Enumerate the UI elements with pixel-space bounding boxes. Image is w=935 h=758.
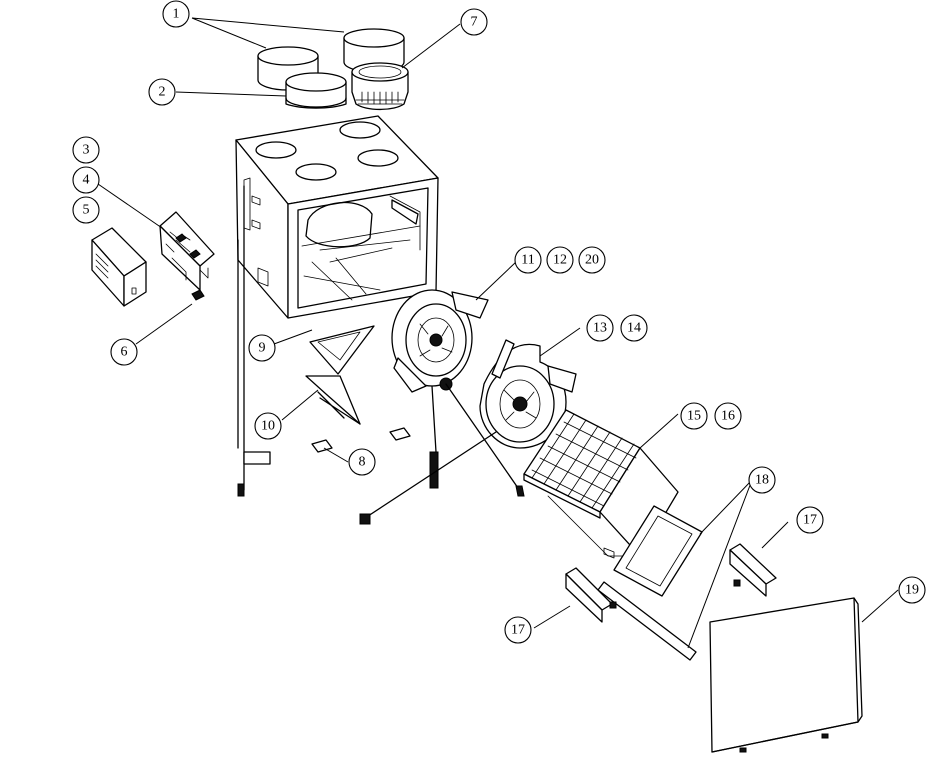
callout-17-left: 17 — [504, 616, 532, 644]
callout-18: 18 — [748, 466, 776, 494]
callout-2: 2 — [148, 78, 176, 106]
callout-14-label: 14 — [627, 321, 641, 336]
callout-9: 9 — [248, 334, 276, 362]
callout-2-label: 2 — [159, 85, 166, 100]
filter-rail-left — [565, 567, 617, 623]
callout-13: 13 — [586, 314, 614, 342]
main-cabinet — [235, 115, 439, 319]
callout-18-label: 18 — [755, 473, 769, 488]
callout-3: 3 — [72, 136, 100, 164]
callout-3-label: 3 — [83, 143, 90, 158]
callout-5-label: 5 — [83, 203, 90, 218]
partition-bracket — [305, 325, 375, 425]
mounting-clip-left — [311, 439, 333, 453]
blower-assembly-1 — [391, 289, 525, 497]
heat-exchanger-core — [523, 409, 679, 559]
small-connector — [191, 289, 205, 301]
callout-10: 10 — [254, 412, 282, 440]
callout-15-label: 15 — [687, 409, 701, 424]
callout-11: 11 — [514, 246, 542, 274]
filter-panel — [597, 505, 703, 661]
filter-rail-right — [729, 543, 777, 597]
callout-20: 20 — [578, 246, 606, 274]
callout-16-label: 16 — [721, 409, 735, 424]
callout-12-label: 12 — [553, 253, 567, 268]
duct-collar-with-damper — [351, 62, 409, 111]
callout-17-right-label: 17 — [803, 513, 817, 528]
callout-16: 16 — [714, 402, 742, 430]
callout-7-label: 7 — [471, 15, 478, 30]
callout-19: 19 — [898, 576, 926, 604]
callout-19-label: 19 — [905, 583, 919, 598]
callout-10-label: 10 — [261, 419, 275, 434]
control-board — [159, 211, 215, 291]
blower-assembly-2 — [359, 339, 577, 525]
callout-11-label: 11 — [521, 253, 534, 268]
front-door-panel — [709, 597, 863, 753]
callout-17-left-label: 17 — [511, 623, 525, 638]
callout-6-label: 6 — [121, 345, 128, 360]
duct-collar-right — [343, 28, 405, 73]
callout-5: 5 — [72, 196, 100, 224]
callout-8-label: 8 — [359, 455, 366, 470]
callout-8: 8 — [348, 448, 376, 476]
callout-6: 6 — [110, 338, 138, 366]
wire-harness — [237, 185, 271, 497]
mounting-clip-right — [389, 427, 411, 441]
callout-14: 14 — [620, 314, 648, 342]
callout-4: 4 — [72, 166, 100, 194]
leader-lines — [97, 17, 899, 649]
callout-17-right: 17 — [796, 506, 824, 534]
callout-13-label: 13 — [593, 321, 607, 336]
duct-collar-damper — [285, 72, 347, 109]
duct-collar-left — [257, 46, 319, 91]
callout-1-label: 1 — [173, 7, 180, 22]
callout-1: 1 — [162, 0, 190, 28]
callout-7: 7 — [460, 8, 488, 36]
callout-12: 12 — [546, 246, 574, 274]
callout-20-label: 20 — [585, 253, 599, 268]
callout-15: 15 — [680, 402, 708, 430]
control-box-cover — [91, 227, 147, 307]
callout-9-label: 9 — [259, 341, 266, 356]
callout-4-label: 4 — [83, 173, 90, 188]
